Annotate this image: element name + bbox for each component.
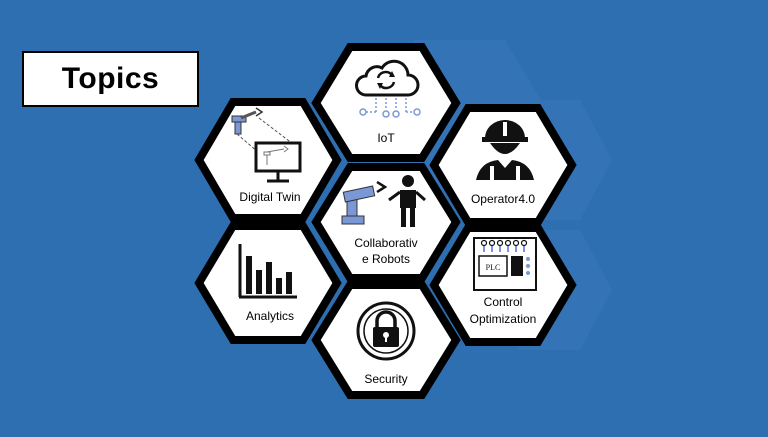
- hex-digital-twin[interactable]: Digital Twin: [194, 98, 342, 222]
- topic-label-iot: IoT: [377, 131, 395, 145]
- plc-icon: PLC: [473, 237, 537, 291]
- page-title-box: Topics: [22, 51, 199, 107]
- topic-label-collaborative-line1: Collaborativ: [354, 236, 417, 250]
- robot-arm-person-icon: [341, 175, 426, 227]
- topic-label-control-line1: Control: [484, 295, 523, 309]
- robot-arm-monitor-icon: [231, 107, 302, 183]
- hex-analytics[interactable]: Analytics: [194, 222, 342, 344]
- hex-control-optimization[interactable]: PLC Control Optimization: [429, 224, 577, 346]
- hex-collaborative-robots[interactable]: Collaborativ e Robots: [311, 163, 461, 282]
- plc-text: PLC: [486, 263, 501, 272]
- hex-security[interactable]: Security: [311, 281, 461, 399]
- topic-label-analytics: Analytics: [246, 309, 294, 323]
- padlock-icon: [356, 301, 416, 361]
- hex-operator[interactable]: Operator4.0: [429, 104, 577, 226]
- topic-label-operator: Operator4.0: [471, 192, 535, 206]
- topic-label-digital-twin: Digital Twin: [239, 190, 300, 204]
- topic-label-control-line2: Optimization: [470, 312, 537, 326]
- page-title: Topics: [61, 62, 160, 95]
- hex-iot[interactable]: IoT: [311, 43, 461, 162]
- topic-label-security: Security: [364, 372, 407, 386]
- bar-chart-icon: [238, 244, 297, 299]
- cloud-sync-icon: [355, 59, 421, 118]
- worker-hardhat-icon: [476, 120, 534, 180]
- topic-label-collaborative-line2: e Robots: [362, 252, 410, 266]
